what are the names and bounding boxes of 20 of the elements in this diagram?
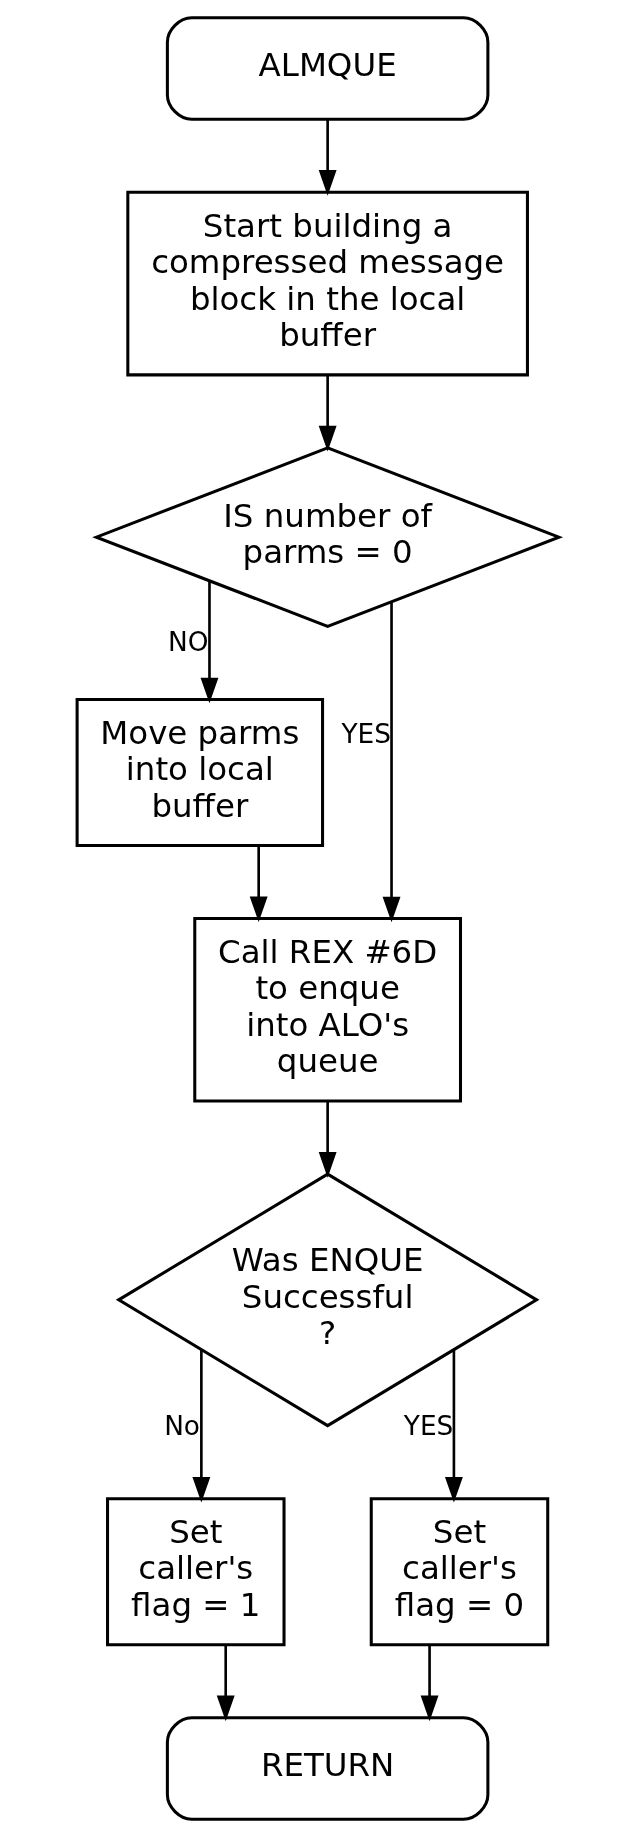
arrow — [420, 1644, 439, 1722]
node-box: Move parms into local buffer — [75, 697, 325, 847]
edge-label: YES — [341, 718, 391, 749]
node-box: ALMQUE — [165, 16, 490, 121]
arrow — [216, 1644, 235, 1722]
edge-label: NO — [167, 627, 209, 658]
node-box: Start building a compressed message block in the local buffer — [126, 190, 529, 377]
arrow — [200, 580, 219, 704]
node-diamond: IS number of parms = 0 — [92, 446, 564, 628]
arrow — [318, 375, 337, 452]
arrow — [192, 1349, 211, 1503]
node-box: RETURN — [165, 1716, 490, 1821]
arrow — [318, 119, 337, 196]
arrow — [444, 1349, 463, 1503]
node-box: Set caller's flag = 0 — [369, 1497, 550, 1647]
node-box: Set caller's flag = 1 — [106, 1497, 286, 1647]
node-box: Call REX #6D to enque into ALO's queue — [193, 917, 462, 1103]
arrow — [249, 845, 268, 922]
arrow — [318, 1101, 337, 1178]
arrow — [382, 601, 401, 923]
